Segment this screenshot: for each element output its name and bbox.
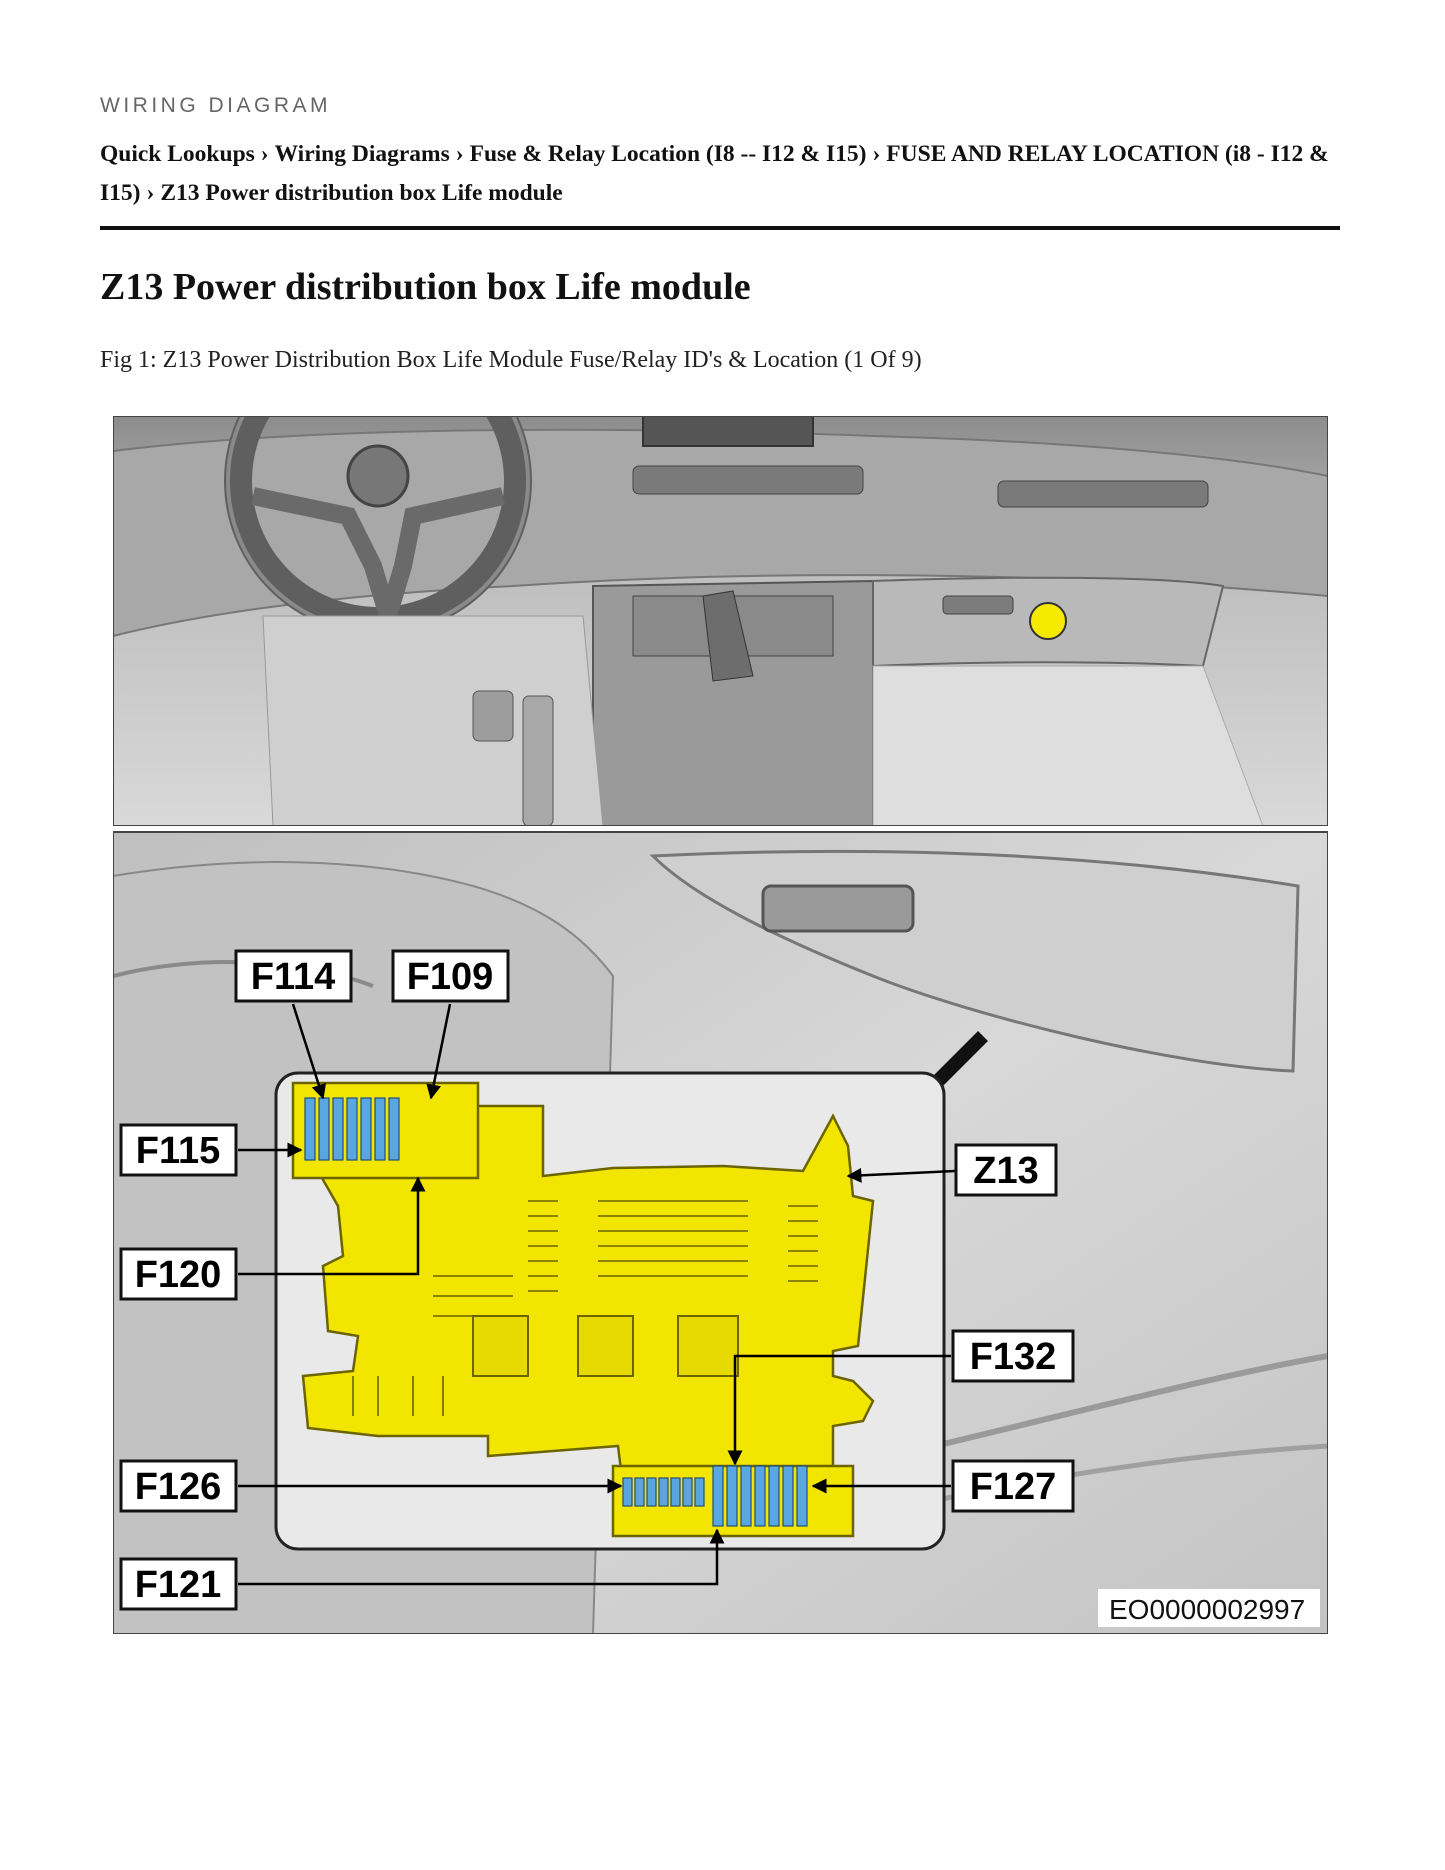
svg-text:F126: F126 bbox=[135, 1466, 222, 1508]
svg-text:F115: F115 bbox=[136, 1130, 221, 1172]
svg-text:Z13: Z13 bbox=[973, 1150, 1038, 1192]
breadcrumb-current-page: Z13 Power distribution box Life module bbox=[160, 180, 563, 206]
breadcrumb: Quick Lookups›Wiring Diagrams›Fuse & Rel… bbox=[100, 135, 1340, 213]
fuse-box-detail-panel: F114 F109 F115 F120 Z13 F132 bbox=[113, 831, 1328, 1634]
svg-text:F120: F120 bbox=[135, 1254, 222, 1296]
label-z13: Z13 bbox=[954, 1143, 1058, 1197]
breadcrumb-separator: › bbox=[455, 141, 464, 167]
image-code-label: EO0000002997 bbox=[1098, 1589, 1320, 1627]
breadcrumb-separator: › bbox=[260, 141, 269, 167]
breadcrumb-separator: › bbox=[146, 180, 155, 206]
svg-text:F121: F121 bbox=[135, 1564, 222, 1606]
label-f132: F132 bbox=[951, 1329, 1075, 1383]
lower-fuse-block bbox=[622, 1465, 808, 1527]
label-f127: F127 bbox=[951, 1459, 1075, 1513]
page-title: Z13 Power distribution box Life module bbox=[100, 266, 751, 308]
breadcrumb-separator: › bbox=[872, 141, 881, 167]
svg-text:F127: F127 bbox=[970, 1466, 1057, 1508]
interior-overview-panel bbox=[113, 416, 1328, 827]
breadcrumb-quick-lookups[interactable]: Quick Lookups bbox=[100, 141, 255, 167]
svg-text:F109: F109 bbox=[407, 956, 494, 998]
label-f121: F121 bbox=[119, 1557, 238, 1611]
label-f115: F115 bbox=[119, 1123, 238, 1177]
breadcrumb-wiring-diagrams[interactable]: Wiring Diagrams bbox=[274, 141, 450, 167]
header-divider bbox=[100, 226, 1340, 230]
svg-text:F114: F114 bbox=[251, 956, 336, 998]
upper-fuse-block bbox=[304, 1097, 400, 1161]
svg-text:EO0000002997: EO0000002997 bbox=[1109, 1594, 1305, 1625]
breadcrumb-fuse-relay-location[interactable]: Fuse & Relay Location (I8 -- I12 & I15) bbox=[469, 141, 867, 167]
section-eyebrow: WIRING DIAGRAM bbox=[100, 94, 331, 117]
figure-caption: Fig 1: Z13 Power Distribution Box Life M… bbox=[100, 347, 922, 373]
svg-text:F132: F132 bbox=[970, 1336, 1057, 1378]
label-f109: F109 bbox=[391, 949, 510, 1003]
breadcrumb-fuse-and-relay-location-i8[interactable]: FUSE AND RELAY LOCATION (i8 - I12 & I15) bbox=[100, 141, 1329, 206]
fuse-location-figure: F114 F109 F115 F120 Z13 F132 bbox=[113, 416, 1328, 1634]
label-f114: F114 bbox=[234, 949, 353, 1003]
location-marker-dot bbox=[1029, 602, 1067, 640]
label-f126: F126 bbox=[119, 1459, 238, 1513]
label-f120: F120 bbox=[119, 1247, 238, 1301]
